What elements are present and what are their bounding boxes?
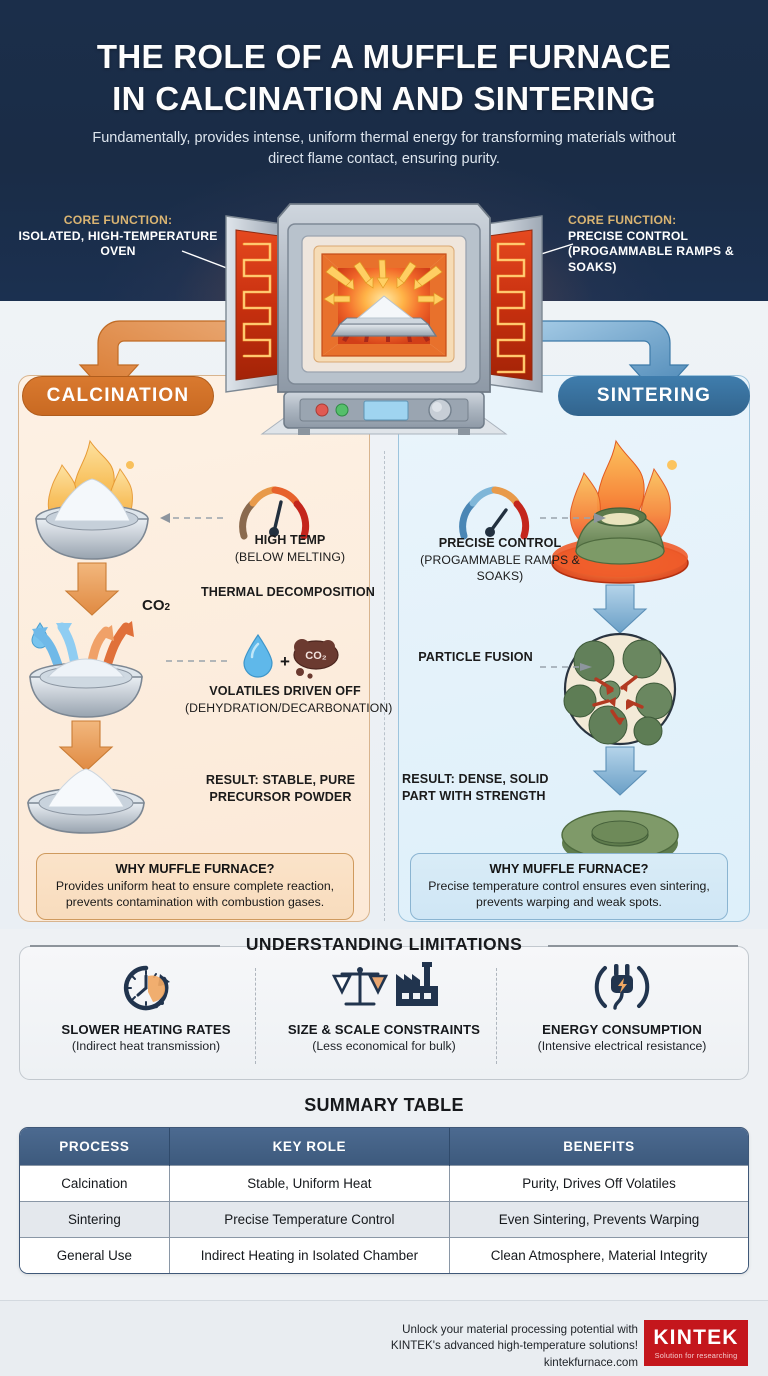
cell-keyrole-3: Indirect Heating in Isolated Chamber <box>169 1237 451 1273</box>
green-part-heated <box>551 507 689 584</box>
right-step-2-label: PARTICLE FUSION <box>418 650 533 664</box>
high-temp-gauge <box>160 486 310 540</box>
limit-divider-1 <box>255 968 256 1064</box>
core-function-right-kicker: CORE FUNCTION: <box>568 213 677 227</box>
left-step-2-label: THERMAL DECOMPOSITION <box>201 585 375 599</box>
limitation-item-1: SLOWER HEATING RATES (Indirect heat tran… <box>26 958 266 1053</box>
muffle-furnace-illustration <box>222 196 546 446</box>
droplet-co2-icons: + CO₂ <box>243 633 339 679</box>
why-left-title: WHY MUFFLE FURNACE? <box>115 861 275 876</box>
result-dish <box>27 768 145 834</box>
table-col-process: PROCESS <box>20 1128 170 1166</box>
summary-table: PROCESS KEY ROLE BENEFITS Calcination St… <box>20 1128 748 1273</box>
why-right-title: WHY MUFFLE FURNACE? <box>489 861 649 876</box>
left-step-4-label: RESULT: STABLE, PURE PRECURSOR POWDER <box>205 773 356 804</box>
power-plug-icon <box>502 958 742 1014</box>
core-function-left-text: ISOLATED, HIGH-TEMPERATURE OVEN <box>18 228 218 259</box>
footer-website[interactable]: kintekfurnace.com <box>543 1355 638 1369</box>
cell-benefits-2: Even Sintering, Prevents Warping <box>449 1201 748 1238</box>
footer-bar <box>0 1300 768 1376</box>
footer-line-2: KINTEK's advanced high-temperature solut… <box>390 1339 638 1353</box>
left-step-1-label: HIGH TEMP (BELOW MELTING) <box>234 533 346 564</box>
co2-label: CO2 <box>142 597 171 614</box>
limitation-item-2: SIZE & SCALE CONSTRAINTS (Less economica… <box>264 958 504 1053</box>
calcination-chip[interactable]: CALCINATION <box>22 376 214 416</box>
cell-benefits-3: Clean Atmosphere, Material Integrity <box>449 1237 748 1273</box>
table-row: Sintering Precise Temperature Control Ev… <box>20 1201 748 1238</box>
sintering-graphics <box>551 439 689 867</box>
page-title: THE ROLE OF A MUFFLE FURNACE IN CALCINAT… <box>0 36 768 120</box>
limits-rule-right <box>548 945 738 947</box>
table-col-key-role: KEY ROLE <box>169 1128 451 1166</box>
summary-table-heading: SUMMARY TABLE <box>304 1095 464 1115</box>
process-comparison-stage: CALCINATION SINTERING <box>0 301 768 929</box>
limitation-3-sub: (Intensive electrical resistance) <box>537 1039 707 1053</box>
footer-line-1: Unlock your material processing potentia… <box>402 1323 638 1336</box>
kintek-logo[interactable]: KINTEK Solution for researching <box>644 1320 748 1366</box>
down-arrow-2 <box>58 720 114 772</box>
table-header-row: PROCESS KEY ROLE BENEFITS <box>20 1128 748 1166</box>
core-function-left: CORE FUNCTION: ISOLATED, HIGH-TEMPERATUR… <box>18 213 218 260</box>
column-divider <box>384 451 385 921</box>
cell-keyrole-2: Precise Temperature Control <box>169 1201 451 1238</box>
header-banner: THE ROLE OF A MUFFLE FURNACE IN CALCINAT… <box>0 0 768 301</box>
calcination-graphics <box>27 439 149 834</box>
sinter-down-arrow-2 <box>592 746 648 796</box>
sintering-chip[interactable]: SINTERING <box>558 376 750 416</box>
powder-bowl-1 <box>35 478 149 560</box>
limit-divider-2 <box>496 968 497 1064</box>
cell-keyrole-1: Stable, Uniform Heat <box>169 1165 451 1202</box>
kintek-brand-name: KINTEK <box>653 1325 739 1349</box>
cell-process-3: General Use <box>20 1237 170 1273</box>
limitation-item-3: ENERGY CONSUMPTION (Intensive electrical… <box>502 958 742 1053</box>
why-muffle-furnace-calcination: WHY MUFFLE FURNACE? Provides uniform hea… <box>36 853 354 921</box>
limits-rule-left <box>30 945 220 947</box>
left-step-3-label: VOLATILES DRIVEN OFF (DEHYDRATION/DECARB… <box>185 684 393 715</box>
why-left-body: Provides uniform heat to ensure complete… <box>55 879 335 910</box>
summary-table-wrapper: PROCESS KEY ROLE BENEFITS Calcination St… <box>19 1127 749 1274</box>
why-muffle-furnace-sintering: WHY MUFFLE FURNACE? Precise temperature … <box>410 853 728 921</box>
right-step-1-label: PRECISE CONTROL (PROGAMMABLE RAMPS & SOA… <box>420 536 580 583</box>
limitations-heading: UNDERSTANDING LIMITATIONS <box>245 934 523 954</box>
title-line-2: IN CALCINATION AND SINTERING <box>112 80 656 118</box>
right-step-3-label: RESULT: DENSE, SOLID PART WITH STRENGTH <box>402 772 549 803</box>
why-right-body: Precise temperature control ensures even… <box>428 879 710 910</box>
limitation-2-sub: (Less economical for bulk) <box>312 1039 456 1053</box>
core-function-left-kicker: CORE FUNCTION: <box>63 213 173 227</box>
table-col-benefits: BENEFITS <box>449 1128 748 1166</box>
volatiles-connector <box>166 660 232 662</box>
cell-process-2: Sintering <box>20 1201 170 1238</box>
core-function-right-text: PRECISE CONTROL (PROGAMMABLE RAMPS & SOA… <box>568 228 734 274</box>
table-row: General Use Indirect Heating in Isolated… <box>20 1237 748 1273</box>
cell-benefits-1: Purity, Drives Off Volatiles <box>449 1165 748 1202</box>
sinter-down-arrow-1 <box>592 584 648 634</box>
svg-text:+: + <box>280 652 290 671</box>
cell-process-1: Calcination <box>20 1165 170 1202</box>
page-subtitle: Fundamentally, provides intense, uniform… <box>92 130 676 168</box>
particle-fusion-circle <box>563 632 677 746</box>
table-row: Calcination Stable, Uniform Heat Purity,… <box>20 1165 748 1202</box>
scale-factory-icon <box>264 958 504 1014</box>
footer-cta: Unlock your material processing potentia… <box>338 1322 638 1371</box>
particle-fusion-connector <box>540 663 592 671</box>
limitation-2-title: SIZE & SCALE CONSTRAINTS <box>287 1022 481 1037</box>
down-arrow-1 <box>64 562 120 616</box>
svg-text:CO₂: CO₂ <box>305 650 327 662</box>
limitation-1-title: SLOWER HEATING RATES <box>61 1022 231 1037</box>
core-function-right: CORE FUNCTION: PRECISE CONTROL (PROGAMMA… <box>568 213 760 275</box>
kintek-tagline: Solution for researching <box>654 1350 738 1360</box>
clock-icon <box>26 958 266 1014</box>
precise-control-gauge <box>459 486 606 540</box>
volatiles-bowl <box>29 621 143 718</box>
limitation-3-title: ENERGY CONSUMPTION <box>542 1022 702 1037</box>
title-line-1: THE ROLE OF A MUFFLE FURNACE <box>96 38 672 75</box>
limitation-1-sub: (Indirect heat transmission) <box>71 1039 221 1053</box>
